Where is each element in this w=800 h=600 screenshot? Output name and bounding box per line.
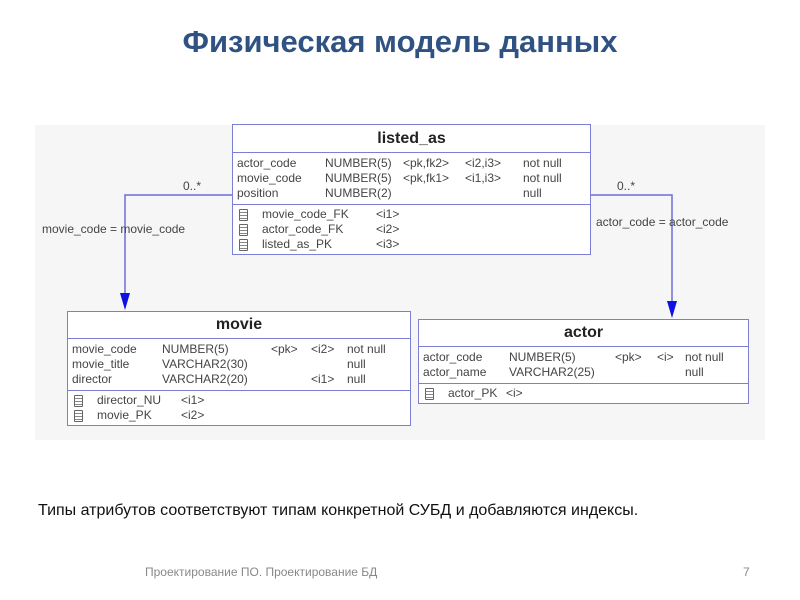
arrow-head-icon [667, 301, 677, 318]
relationship-line-movie [124, 194, 232, 298]
page-number: 7 [743, 565, 750, 579]
key-icon [239, 239, 248, 251]
slide-footer: Проектирование ПО. Проектирование БД [145, 565, 378, 579]
index-row: director_NU<i1> [74, 393, 404, 408]
cardinality-right: 0..* [617, 179, 636, 193]
slide-title: Физическая модель данных [182, 24, 618, 59]
index-row: movie_PK<i2> [74, 408, 404, 423]
index-row: actor_code_FK<i2> [239, 222, 584, 237]
index-row: actor_PK<i> [425, 386, 742, 401]
relationship-label-right: actor_code = actor_code [596, 215, 729, 229]
table-name: actor [419, 320, 748, 347]
index-row: listed_as_PK<i3> [239, 237, 584, 252]
key-icon [239, 224, 248, 236]
relationship-label-left: movie_code = movie_code [42, 222, 186, 236]
arrow-head-icon [120, 293, 130, 310]
key-icon [74, 410, 83, 422]
index-row: movie_code_FK<i1> [239, 207, 584, 222]
table-name: movie [68, 312, 410, 339]
key-icon [239, 209, 248, 221]
body-text: Типы атрибутов соответствуют типам конкр… [38, 502, 639, 519]
key-icon [425, 388, 434, 400]
key-icon [74, 395, 83, 407]
relationship-line-actor [590, 194, 673, 306]
cardinality-left: 0..* [183, 179, 202, 193]
table-name: listed_as [233, 125, 590, 153]
